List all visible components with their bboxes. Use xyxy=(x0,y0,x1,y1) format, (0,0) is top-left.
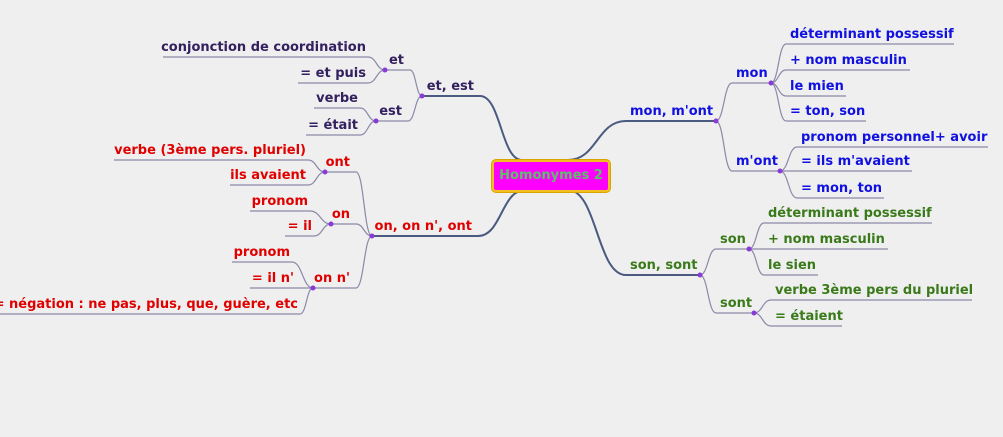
node-on-on-[interactable]: on xyxy=(331,207,350,222)
node-mon-mont-[interactable]: m'ont xyxy=(736,154,778,169)
node-dot xyxy=(328,221,334,227)
node-dot xyxy=(322,169,328,175)
node-son-son-children-1[interactable]: + nom masculin xyxy=(768,232,885,247)
node-son-son-children-0[interactable]: déterminant possessif xyxy=(768,206,932,221)
node-etest-est-children-1[interactable]: = était xyxy=(308,118,358,133)
node-son-sont-children-0[interactable]: verbe 3ème pers du pluriel xyxy=(775,283,974,298)
connector-line xyxy=(422,95,523,161)
node-etest-et-[interactable]: et xyxy=(388,53,404,68)
node-on-ont-children-0[interactable]: verbe (3ème pers. pluriel) xyxy=(114,143,306,158)
node-dot xyxy=(382,67,388,73)
node-dot xyxy=(373,118,379,124)
node-dot xyxy=(751,310,757,316)
connector-line xyxy=(567,120,716,161)
node-etest-et-children-0[interactable]: conjonction de coordination xyxy=(161,40,366,55)
node-on-onn-[interactable]: on n' xyxy=(314,271,350,286)
node-on-onn-children-0[interactable]: pronom xyxy=(233,245,290,260)
node-on-on-children-0[interactable]: pronom xyxy=(251,194,308,209)
node-mon-mont-children-1[interactable]: = ils m'avaient xyxy=(801,154,910,169)
connector-line xyxy=(779,146,988,172)
node-etest-est-[interactable]: est xyxy=(379,104,402,119)
connector-line xyxy=(770,43,954,84)
connector-line xyxy=(325,171,373,237)
connector-line xyxy=(779,170,884,199)
connector-line xyxy=(715,120,780,172)
connector-line xyxy=(567,189,700,276)
node-mon-mont-children-2[interactable]: = mon, ton xyxy=(801,181,883,196)
node-on-onn-children-1[interactable]: = il n' xyxy=(251,271,294,286)
node-mon-mon-[interactable]: mon xyxy=(736,66,768,81)
connector-line xyxy=(313,235,373,289)
node-son-sont-children-1[interactable]: = étaient xyxy=(775,309,843,324)
node-dot xyxy=(777,168,783,174)
node-dot xyxy=(310,285,316,291)
node-son-son-[interactable]: son xyxy=(720,232,746,247)
node-mon-[interactable]: mon, m'ont xyxy=(630,104,714,119)
node-mon-mon-children-1[interactable]: + nom masculin xyxy=(790,53,907,68)
node-mon-mont-children-0[interactable]: pronom personnel+ avoir xyxy=(801,130,988,145)
node-on-on-children-1[interactable]: = il xyxy=(287,219,312,234)
node-mon-mon-children-3[interactable]: = ton, son xyxy=(790,104,866,119)
node-dot xyxy=(746,246,752,252)
node-mon-mon-children-0[interactable]: déterminant possessif xyxy=(790,27,954,42)
connector-line xyxy=(699,274,754,314)
node-dot xyxy=(697,272,703,278)
node-on-ont-[interactable]: ont xyxy=(325,155,350,170)
node-dot xyxy=(713,118,719,124)
connector-line xyxy=(385,69,423,97)
connector-line xyxy=(250,210,332,225)
node-son-[interactable]: son, sont xyxy=(630,258,698,273)
node-etest-[interactable]: et, est xyxy=(426,79,474,94)
connector-line xyxy=(715,82,771,122)
node-son-son-children-2[interactable]: le sien xyxy=(768,258,817,273)
node-etest-est-children-0[interactable]: verbe xyxy=(316,91,358,106)
node-etest-et-children-1[interactable]: = et puis xyxy=(300,66,366,81)
node-dot xyxy=(369,233,375,239)
node-on-[interactable]: on, on n', ont xyxy=(374,219,472,234)
node-son-sont-[interactable]: sont xyxy=(720,296,753,311)
connector-line xyxy=(331,223,373,237)
connector-line xyxy=(232,261,314,289)
node-dot xyxy=(768,80,774,86)
node-on-onn-children-2[interactable]: = négation : ne pas, plus, que, guère, e… xyxy=(0,297,298,312)
connector-line xyxy=(699,248,749,276)
node-mon-mon-children-2[interactable]: le mien xyxy=(790,79,844,94)
node-dot xyxy=(419,93,425,99)
node-on-ont-children-1[interactable]: ils avaient xyxy=(230,168,306,183)
root-node[interactable]: Homonymes 2 xyxy=(492,160,610,192)
